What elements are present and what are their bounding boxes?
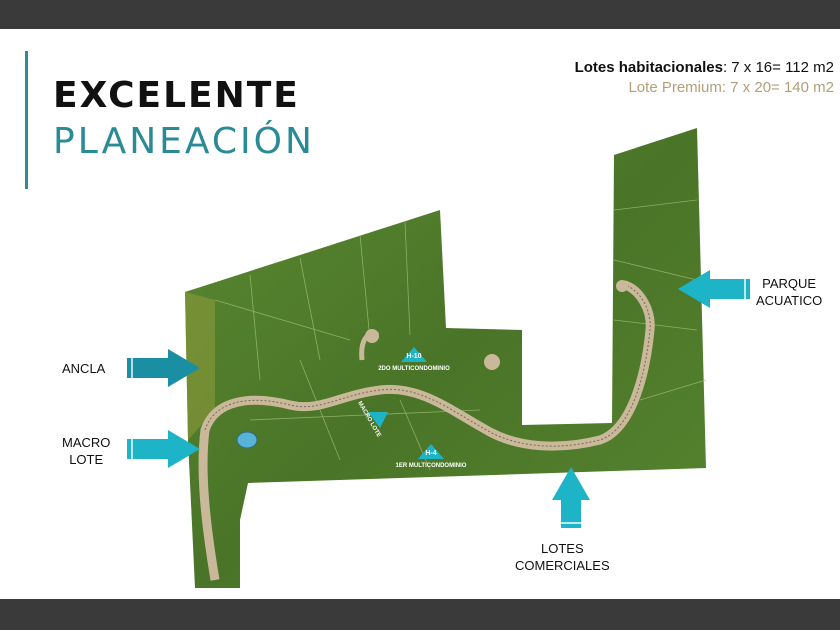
site-plan-map: H-10 2DO MULTICONDOMINIO H-4 1ER MULTICO… <box>127 128 750 588</box>
zone-h10-triangle <box>401 347 427 362</box>
page-title-line-1: EXCELENTE <box>53 75 300 116</box>
parque-arrow <box>678 270 750 308</box>
premium-value: : 7 x 20= 140 m2 <box>721 79 834 96</box>
macro-lote-arrow <box>127 430 200 468</box>
zone-h4-code: H-4 <box>425 450 436 457</box>
lot-dividers <box>214 199 707 471</box>
zone-h10-name: 2DO MULTICONDOMINIO <box>378 366 450 372</box>
premium-info: Lote Premium: 7 x 20= 140 m2 <box>575 78 834 98</box>
premium-label: Lote Premium <box>628 79 722 96</box>
page-title-line-2: PLANEACIÓN <box>53 121 315 162</box>
habitacional-value: : 7 x 16= 112 m2 <box>722 59 834 76</box>
macro-lote-triangle <box>368 412 388 428</box>
top-letterbox <box>0 0 840 29</box>
terrain-main <box>185 128 706 588</box>
terrain-ancla <box>185 292 215 440</box>
ancla-arrow <box>127 349 200 387</box>
habitacional-label: Lotes habitacionales <box>574 59 723 76</box>
ancla-label: ANCLA <box>62 361 106 376</box>
zone-h4-name: 1ER MULTICONDOMINIO <box>396 463 467 469</box>
road-south <box>198 429 220 581</box>
habitacional-info: Lotes habitacionales: 7 x 16= 112 m2 <box>575 58 834 78</box>
bottom-letterbox <box>0 599 840 630</box>
pond <box>236 431 258 449</box>
zone-h10-code: H-10 <box>406 353 421 360</box>
lot-info: Lotes habitacionales: 7 x 16= 112 m2 Lot… <box>575 58 834 98</box>
slide: EXCELENTE PLANEACIÓN Lotes habitacionale… <box>0 29 840 599</box>
zone-h4-triangle <box>418 444 444 459</box>
lotes-arrow <box>552 467 590 528</box>
accent-line <box>25 51 28 189</box>
